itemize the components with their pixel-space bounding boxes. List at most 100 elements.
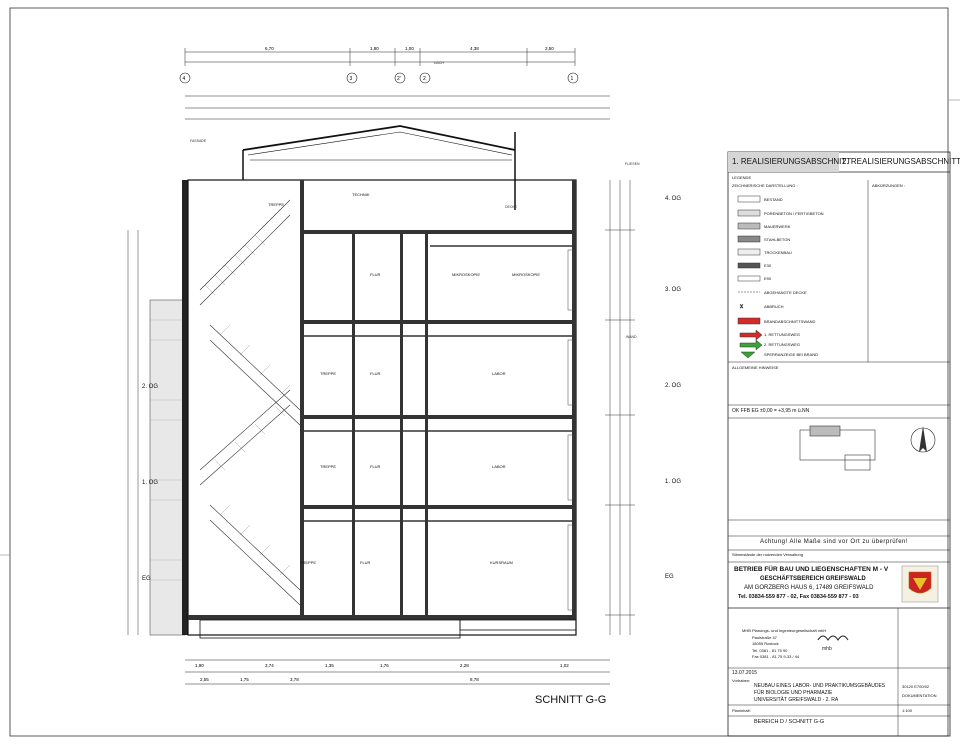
note-wall: WAND xyxy=(626,335,637,339)
dim-bottom-9: 3,78 xyxy=(290,677,299,682)
left-outer-wall xyxy=(182,180,188,635)
drawing-title: SCHNITT G-G xyxy=(535,694,606,706)
dim-bottom-8: 1,75 xyxy=(240,677,249,682)
room-label: FLUR xyxy=(370,371,381,376)
room-label: FLUR xyxy=(360,560,371,565)
room-label: TECHNIK xyxy=(352,192,370,197)
room-label: TREPPE xyxy=(320,371,336,376)
floor-label-right-3og: 3. OG xyxy=(665,287,681,293)
doc-label: DOKUMENTATION xyxy=(902,693,937,698)
room-label: TREPPE xyxy=(300,560,316,565)
legend-column-abbrev: ABKÜRZUNGEN : xyxy=(872,183,905,188)
legend-title: LEGENDE xyxy=(732,175,752,180)
room-label: MIKROSKOPIE xyxy=(512,272,540,277)
dim-bottom-5: 2,28 xyxy=(460,663,469,668)
dim-top-4: 4,38 xyxy=(470,46,479,51)
existing-building-left xyxy=(149,299,186,636)
measure-warning: Achtung! Alle Maße sind vor Ort zu überp… xyxy=(760,539,909,545)
room-label: TREPPE xyxy=(268,202,284,207)
legend-item: E30 xyxy=(764,263,772,268)
plan-content: BEREICH D / SCHNITT G-G xyxy=(754,719,825,725)
axis-markers xyxy=(179,72,579,84)
legend-item: ABGEHANGTE DECKE xyxy=(764,290,807,295)
planner-phone: Tel. 0381 - 81 75 90 xyxy=(752,648,788,653)
level-note: OK FFB EG ±0,00 = +3,95 m ü.NN xyxy=(732,408,810,414)
right-dimension-lines xyxy=(605,180,635,635)
dim-bottom-6: 1,02 xyxy=(560,663,569,668)
floor-label-right-4og: 4. OG xyxy=(665,196,681,202)
room-label: MIKROSKOPIE xyxy=(452,272,480,277)
dim-bottom-3: 1,35 xyxy=(325,663,334,668)
legend-item: PORENBETON / FERTIGBETON xyxy=(764,211,824,216)
note-roof: DACH xyxy=(434,61,444,65)
dim-bottom-7: 2,55 xyxy=(200,677,209,682)
phase-2-label: 2. REALISIERUNGSABSCHNITT xyxy=(842,157,960,166)
dim-bottom-2: 3,74 xyxy=(265,663,274,668)
room-label: LABOR xyxy=(492,371,506,376)
facade-windows xyxy=(567,249,574,611)
room-label: KURSRAUM xyxy=(490,560,513,565)
floor-label-right-2og: 2. OG xyxy=(665,383,681,389)
legend-item: ABBRUCH xyxy=(764,304,784,309)
stamp-title: Stimmstände der nutzenden Verwaltung xyxy=(732,552,803,557)
legend-item: BRANDABSCHNITTSWAND xyxy=(764,319,816,324)
project-line-1: NEUBAU EINES LABOR- UND PRAKTIKUMSGEBÄUD… xyxy=(754,683,886,689)
note-facade: FASSADE xyxy=(190,139,207,143)
client-division: GESCHÄFTSBEREICH GREIFSWALD xyxy=(760,576,866,582)
dim-top-1: 6,70 xyxy=(265,46,274,51)
planner-logo: mhb xyxy=(817,635,849,652)
client-name: BETRIEB FÜR BAU UND LIEGENSCHAFTEN M - V xyxy=(734,566,889,573)
dim-top-2: 1,80 xyxy=(370,46,379,51)
axis-label-4: 4 xyxy=(183,76,186,82)
coat-of-arms-logo xyxy=(901,565,939,603)
legend-swatches: x xyxy=(737,195,763,359)
client-address: AM GORZBERG HAUS 6, 17489 GREIFSWALD xyxy=(744,585,874,591)
floor-label-left-2og: 2. OG xyxy=(142,384,158,390)
legend-item: 2. RETTUNGSWEG xyxy=(764,342,801,347)
stair-flights xyxy=(199,199,301,606)
legend-column-drawing: ZEICHNERISCHE DARSTELLUNG : xyxy=(732,183,798,188)
legend-item: E90 xyxy=(764,276,772,281)
room-label: FLUR xyxy=(370,464,381,469)
note-ceiling: DECKE xyxy=(505,205,518,209)
phase-1-label: 1. REALISIERUNGSABSCHNITT xyxy=(732,157,852,166)
planner-name: MHB Planungs- und Ingenieurgesellschaft … xyxy=(742,628,827,633)
phase-1-highlight xyxy=(728,152,839,172)
bottom-dimension-chain xyxy=(185,659,610,685)
axis-label-2-prime: 2' xyxy=(397,76,401,82)
building-outline xyxy=(187,179,577,636)
plan-label: Planinhalt: xyxy=(732,708,751,713)
svg-text:mhb: mhb xyxy=(822,646,832,652)
note-tiles: FLIESEN xyxy=(625,162,640,166)
svg-text:x: x xyxy=(740,304,743,310)
dim-bottom-10: 8,78 xyxy=(470,677,479,682)
doc-number: 30120 E700/02 xyxy=(902,684,930,689)
scale-value: 1:100 xyxy=(902,708,913,713)
legend-item: TROCKENBAU xyxy=(764,250,792,255)
axis-label-1: 1 xyxy=(571,76,574,82)
planner-fax: Fax 0381 - 81 75 9-33 / 44 xyxy=(752,654,800,659)
hints-title: ALLGEMEINE HINWEISE xyxy=(732,365,779,370)
foundation xyxy=(199,619,577,639)
legend-item: SPERRANZEIGE BEI BRAND xyxy=(764,352,819,357)
north-arrow xyxy=(910,426,936,453)
planner-city: 18055 Rostock xyxy=(752,641,779,646)
project-line-2: FÜR BIOLOGIE UND PHARMAZIE xyxy=(754,690,833,696)
floor-label-right-1og: 1. OG xyxy=(665,479,681,485)
axis-label-3: 3 xyxy=(350,76,353,82)
room-label: FLUR xyxy=(370,272,381,277)
legend-item: BESTAND xyxy=(764,197,783,202)
dim-top-5: 2,50 xyxy=(545,46,554,51)
roof-outline xyxy=(242,125,516,210)
client-phone: Tel. 03834-559 877 - 02, Fax 03834-559 8… xyxy=(738,594,859,600)
floor-slabs xyxy=(188,230,576,620)
dim-bottom-1: 1,90 xyxy=(195,663,204,668)
room-label: TREPPE xyxy=(320,464,336,469)
key-plan xyxy=(799,425,876,471)
floor-label-right-eg: EG xyxy=(665,574,674,580)
room-label: LABOR xyxy=(492,464,506,469)
planner-street: Paulstraße 47 xyxy=(752,635,777,640)
dim-bottom-4: 1,76 xyxy=(380,663,389,668)
